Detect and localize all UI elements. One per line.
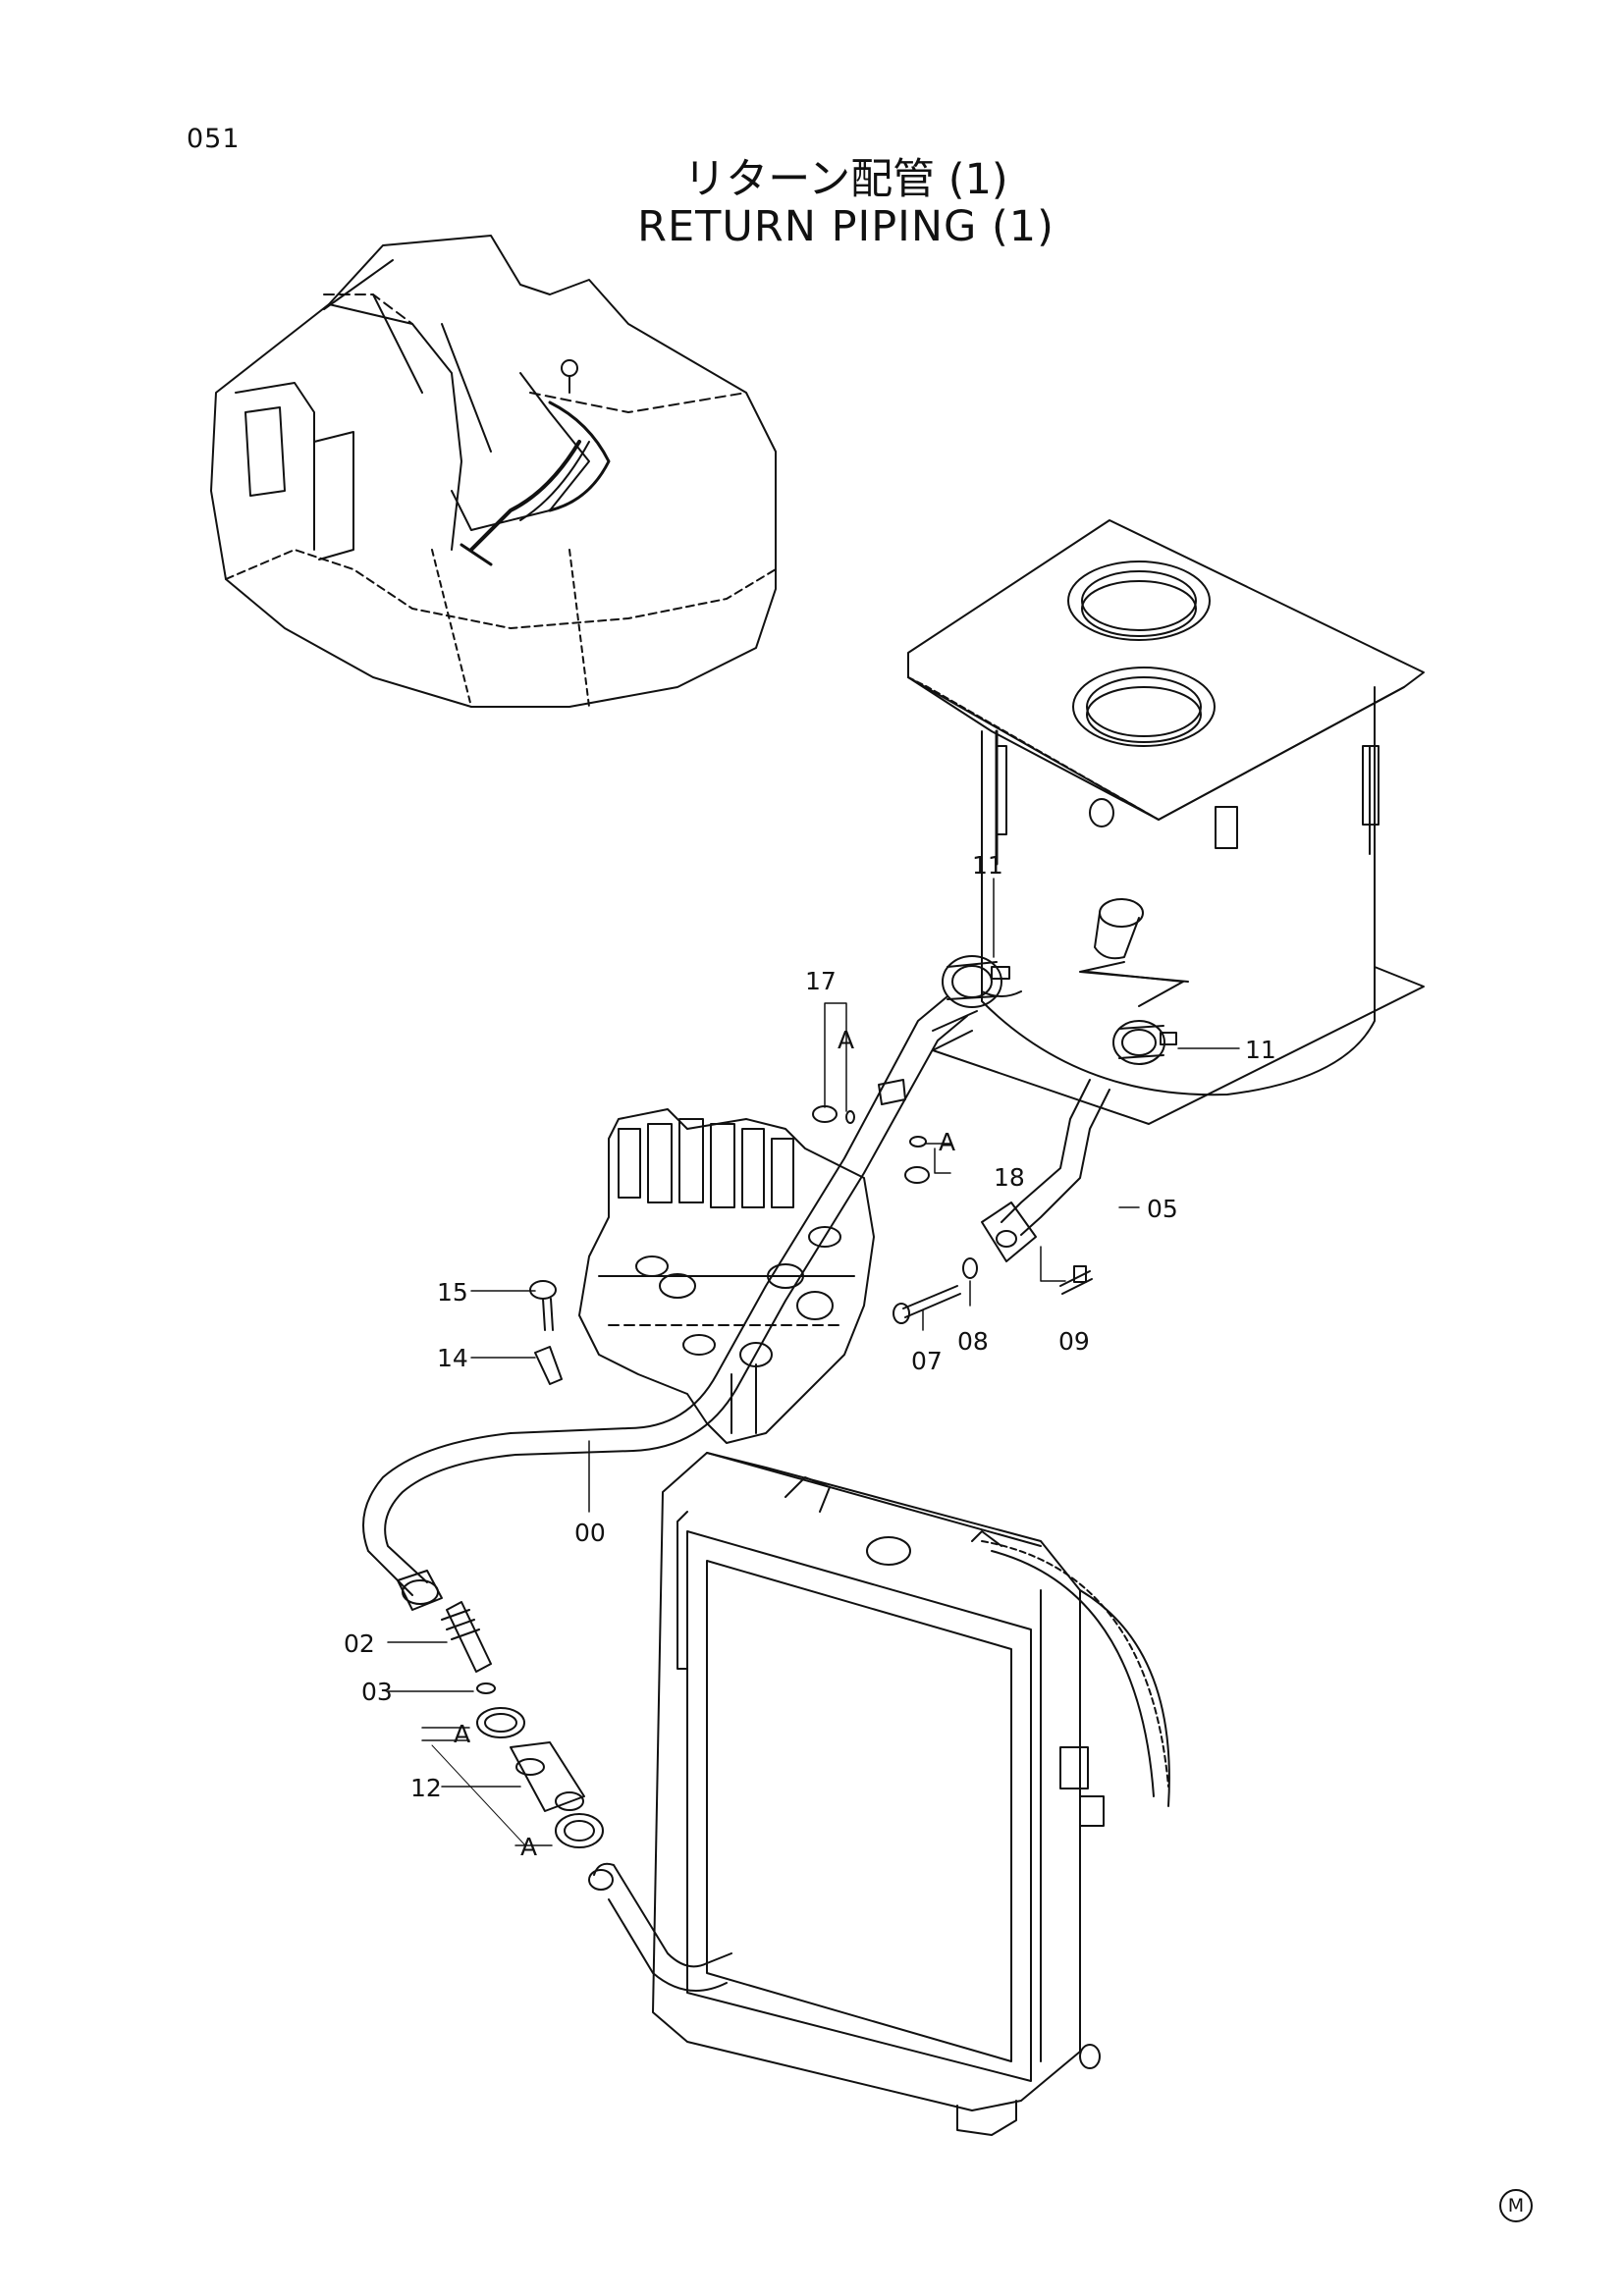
radiator-hose [588, 1862, 732, 1992]
callout-labels: 11 11 17 A A 18 05 07 08 09 15 14 00 02 … [344, 851, 1276, 1861]
title-english: RETURN PIPING (1) [637, 202, 1055, 251]
callout-15: 15 [437, 1278, 468, 1307]
callout-a-upper-cap: A [454, 1720, 470, 1748]
callout-12: 12 [410, 1774, 442, 1802]
callout-11-upper: 11 [972, 851, 1003, 880]
callout-14: 14 [437, 1344, 468, 1372]
callout-09: 09 [1058, 1327, 1090, 1356]
return-hose-00 [362, 995, 968, 1611]
callout-a-18: A [939, 1128, 955, 1156]
callout-17: 17 [805, 967, 837, 995]
corner-mark: M [1499, 2189, 1533, 2222]
title-japanese: リターン配管 (1) [683, 155, 1008, 204]
callout-a-17: A [838, 1026, 854, 1054]
small-parts [441, 1079, 1093, 1848]
page-number: 051 [187, 124, 241, 154]
excavator-overview [210, 235, 777, 708]
callout-11-lower: 11 [1245, 1036, 1276, 1064]
callout-08: 08 [957, 1327, 989, 1356]
callout-05: 05 [1147, 1195, 1178, 1223]
callout-18: 18 [994, 1163, 1025, 1192]
hose-clamps-11 [942, 955, 1177, 1065]
leader-lines [387, 878, 1240, 1846]
callout-07: 07 [911, 1347, 943, 1375]
callout-02: 02 [344, 1629, 375, 1658]
hydraulic-tank [907, 519, 1425, 1125]
callout-03: 03 [361, 1678, 393, 1706]
return-hose-05 [981, 1079, 1110, 1262]
callout-00: 00 [574, 1519, 606, 1547]
control-valve [578, 1108, 875, 1444]
callout-a-lower-cap: A [520, 1833, 537, 1861]
radiator [652, 1452, 1170, 2136]
